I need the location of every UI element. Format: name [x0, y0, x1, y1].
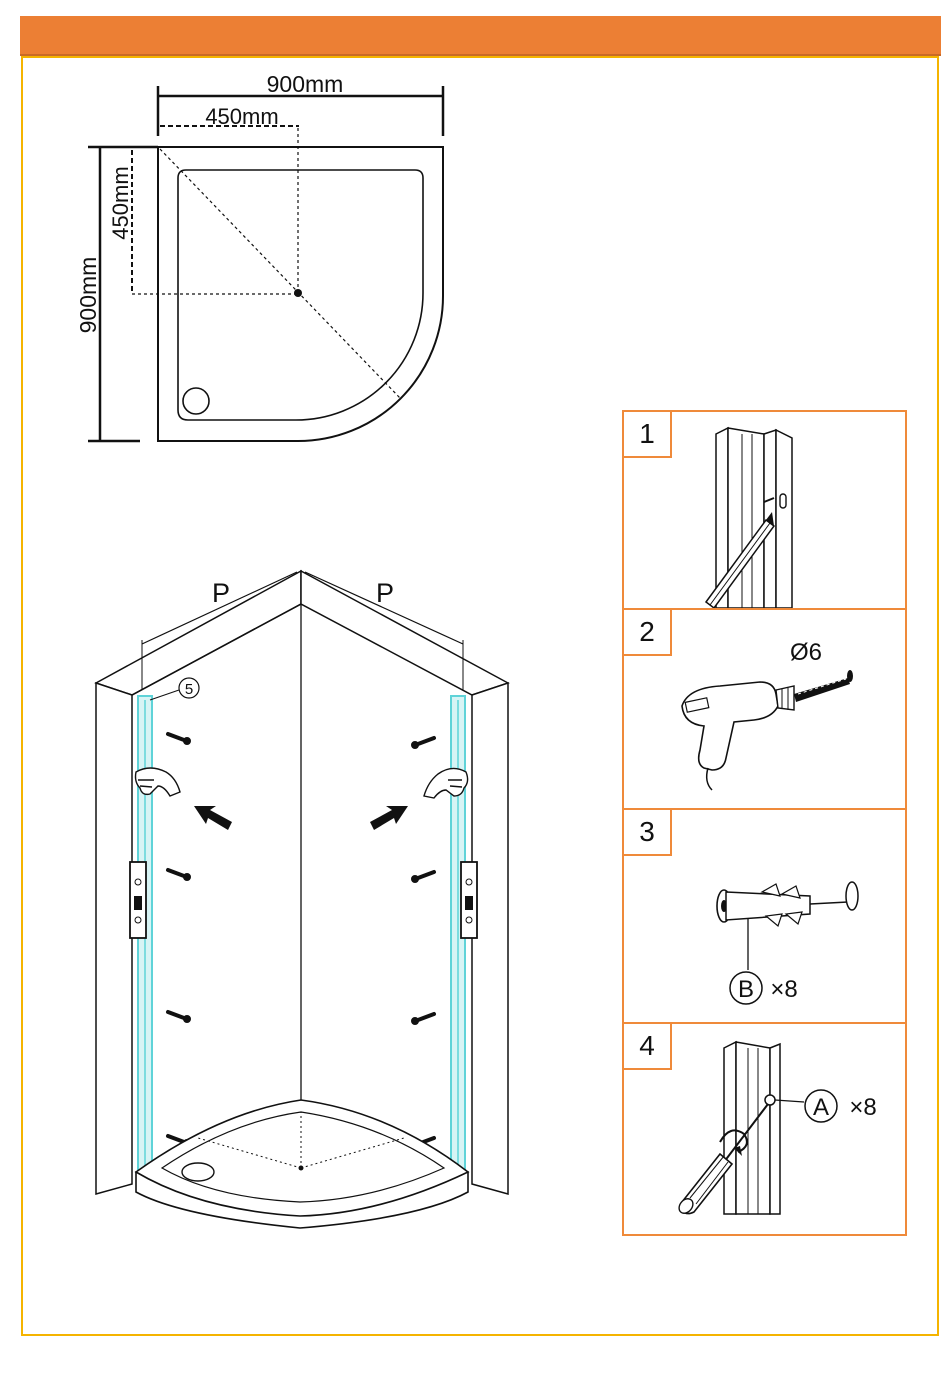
screw-left-3 — [168, 1012, 189, 1021]
tray-center-point — [294, 289, 302, 297]
floor-plan-diagram: 900mm 450mm 900mm 450mm — [60, 60, 480, 460]
arrow-right-icon — [370, 806, 408, 830]
bracket-left — [130, 862, 146, 938]
wall-plug-icon: B ×8 — [624, 810, 907, 1022]
part-b-quantity: ×8 — [770, 976, 797, 1003]
header-bar — [20, 16, 941, 56]
step-4-panel: 4 A ×8 — [622, 1022, 907, 1236]
step-1-panel: 1 — [622, 410, 907, 610]
arrow-left-icon — [194, 806, 232, 830]
bracket-right — [461, 862, 477, 938]
screw-right-2 — [413, 872, 434, 881]
screw-left-1 — [168, 734, 189, 743]
part-b-letter: B — [738, 976, 754, 1003]
plan-half-height-label: 450mm — [108, 166, 133, 239]
wall-label-right: P — [376, 578, 394, 608]
plan-half-width-label: 450mm — [205, 104, 278, 129]
pencil-marking-icon — [624, 412, 907, 608]
step-2-panel: 2 Ø6 — [622, 608, 907, 810]
part-a-letter: A — [813, 1094, 829, 1121]
shower-tray — [136, 1100, 468, 1228]
screw-right-1 — [413, 738, 434, 747]
screwdriver-icon: A ×8 — [624, 1024, 907, 1234]
drill-size-label: Ø6 — [790, 639, 822, 666]
hand-left-icon — [136, 768, 181, 796]
plan-width-label: 900mm — [267, 71, 344, 97]
plan-height-label: 900mm — [75, 257, 101, 334]
screw-right-3 — [413, 1014, 434, 1023]
tray-drain-3d — [182, 1163, 214, 1181]
drill-icon: Ø6 — [624, 610, 907, 808]
installation-diagram: P P 5 — [90, 560, 520, 1240]
tray-drain — [183, 388, 209, 414]
part-a-quantity: ×8 — [849, 1094, 876, 1121]
wall-label-left: P — [212, 578, 230, 608]
part-number: 5 — [185, 681, 193, 698]
step-3-panel: 3 B ×8 — [622, 808, 907, 1024]
screw-left-2 — [168, 870, 189, 879]
hand-right-icon — [424, 768, 468, 798]
